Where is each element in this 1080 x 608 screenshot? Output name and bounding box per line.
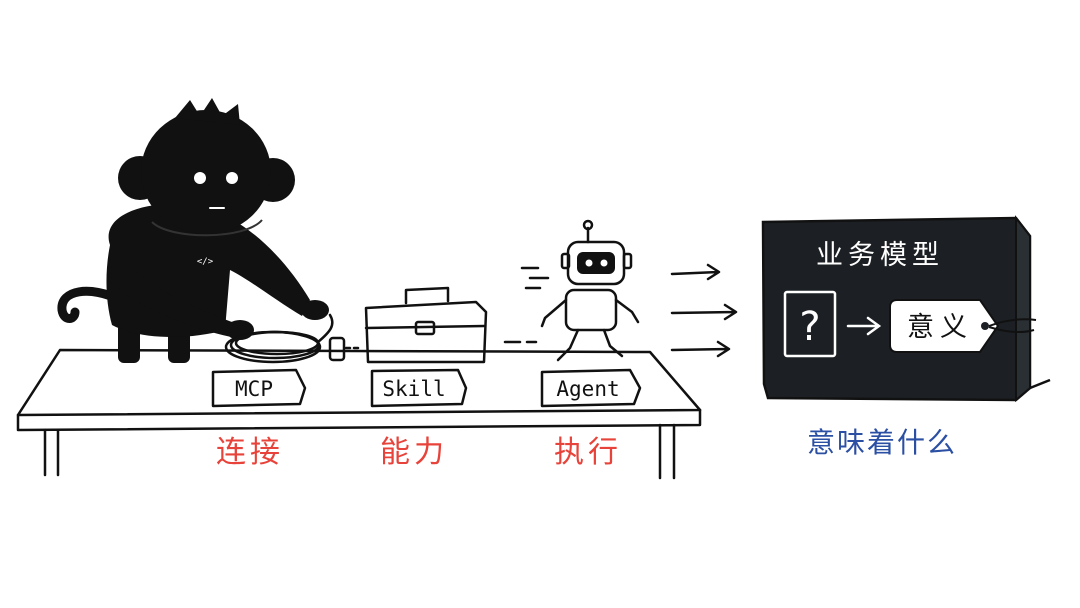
table — [16, 348, 702, 480]
cable-coil — [224, 313, 364, 364]
robot-speed-lines — [520, 266, 550, 290]
robot-antenna-tip — [582, 219, 594, 231]
robot-arm-left — [540, 298, 568, 328]
box-side — [1015, 215, 1031, 403]
robot-leg-right — [602, 328, 624, 358]
monkey-eye-right — [226, 172, 238, 184]
robot-ear-left — [560, 252, 571, 270]
tag-agent-label: Agent — [556, 377, 619, 401]
box-title: 业务模型 — [816, 240, 944, 271]
tent-card-agent-shape — [540, 368, 642, 408]
meaning-tag-string — [988, 318, 1037, 334]
table-leg-left — [43, 428, 60, 477]
tent-card-agent: Agent — [540, 368, 642, 408]
robot-eye-left — [585, 259, 593, 267]
box-shadow-line — [1029, 378, 1051, 390]
robot-ear-right — [622, 252, 633, 270]
caption-meaning-what: 意味着什么 — [807, 426, 957, 459]
toolbox — [364, 286, 538, 364]
tent-card-mcp: MCP — [211, 368, 307, 408]
tag-mcp-label: MCP — [235, 377, 273, 401]
caption-execute: 执行 — [554, 435, 622, 470]
robot-visor — [577, 252, 615, 274]
monkey-character: </> — [57, 98, 329, 363]
tent-card-skill: Skill — [370, 368, 468, 408]
robot-torso — [564, 288, 618, 332]
caption-connect: 连接 — [216, 435, 284, 470]
tag-skill-label: Skill — [382, 377, 445, 401]
table-leg-right — [658, 423, 676, 480]
arrow-bottom — [670, 340, 731, 358]
monkey-head — [141, 110, 271, 234]
toolbox-body — [364, 300, 488, 364]
monkey-tail — [57, 286, 125, 323]
cable-plug — [328, 336, 346, 362]
meaning-tag-label: 意义 — [907, 312, 973, 343]
toolbox-latch — [414, 320, 436, 336]
toolbox-handle — [404, 286, 450, 305]
caption-capability: 能力 — [380, 435, 448, 470]
tent-card-skill-shape — [370, 368, 468, 408]
meaning-tag — [889, 299, 1000, 353]
arrow-middle — [670, 303, 738, 321]
monkey-hood-edge — [151, 219, 263, 237]
tent-card-mcp-shape — [211, 368, 307, 408]
arrows-to-box — [670, 263, 738, 358]
monkey-eye-left — [194, 172, 206, 184]
cable-tail — [316, 313, 334, 344]
monkey-hand-right — [301, 300, 329, 320]
table-edge — [16, 408, 702, 432]
question-mark: ? — [799, 304, 820, 350]
monkey-arm-left — [108, 260, 240, 338]
hoodie-badge: </> — [197, 257, 214, 267]
robot-eye-right — [600, 259, 608, 267]
toolbox-lid-line — [364, 324, 486, 330]
monkey-hair — [175, 98, 240, 125]
robot-arm-right — [614, 298, 640, 324]
arrow-top — [670, 263, 721, 281]
robot-leg-left — [556, 328, 580, 362]
meaning-tag-hole — [981, 322, 989, 330]
robot-agent — [520, 219, 640, 362]
box-arrow — [846, 316, 882, 336]
question-frame — [783, 290, 837, 358]
business-model-box: 业务模型 ? 意义 — [761, 215, 1051, 403]
